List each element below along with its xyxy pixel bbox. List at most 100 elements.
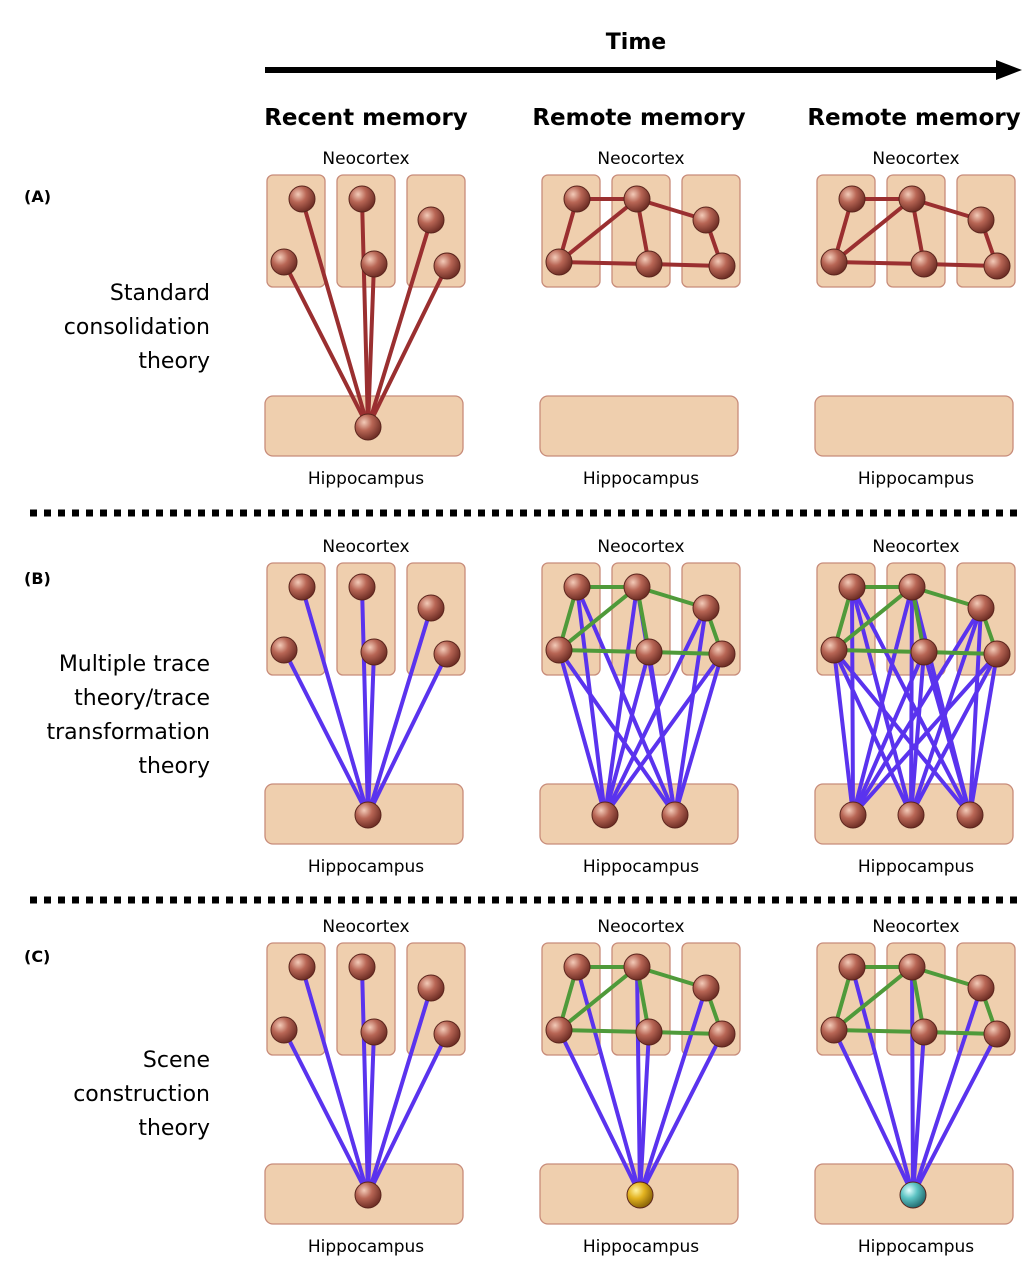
panel-b-remote-2-link-h2-c5 — [909, 606, 983, 817]
theory-c-line-3: theory — [138, 1116, 210, 1141]
panel-a-recent-cortex-neuron-6 — [433, 252, 461, 280]
panel-a-remote-1-cortical-link-8 — [557, 260, 651, 266]
panel-c-remote-1-cortex-neuron-3 — [623, 953, 651, 981]
theory-a-line-3: theory — [138, 349, 210, 374]
panel-b-recent-link-h1-c2 — [282, 648, 370, 817]
panel-b-remote-2-link-h2-c4 — [909, 650, 926, 817]
theory-b-line-1: Multiple trace — [59, 652, 210, 677]
panel-a-recent-link-h1-c1 — [300, 197, 370, 429]
panel-c-remote-2-hippocampus-neuron-1 — [899, 1181, 927, 1209]
panel-a-recent-link-h1-c3 — [360, 197, 370, 429]
panel-c-recent-link-h1-c2 — [282, 1028, 370, 1197]
panel-b-remote-2-hippocampus-neuron-3 — [956, 801, 984, 829]
panel-b-remote-2-cortex-neuron-3 — [898, 573, 926, 601]
panel-a-remote-2-cortical-link-8 — [832, 260, 926, 266]
time-arrow-head — [996, 60, 1022, 80]
panel-c-recent-cortex-neuron-6 — [433, 1020, 461, 1048]
panel-c-remote-1-link-h1-c3 — [635, 965, 642, 1197]
panel-b-remote-1-link-h2-c4 — [647, 650, 677, 817]
panel-a-recent-cortex-neuron-4 — [360, 250, 388, 278]
column-header-remote-1: Remote memory — [532, 105, 745, 131]
panel-b-remote-1-cortical-link-3 — [557, 585, 639, 652]
panel-b-recent-cortex-neuron-3 — [348, 573, 376, 601]
panel-b-remote-2-cortex-neuron-2 — [820, 636, 848, 664]
panel-b-remote-2-cortex-neuron-6 — [983, 640, 1011, 668]
panel-a-remote-2-cortex-neuron-2 — [820, 248, 848, 276]
panel-b-recent-cortex-neuron-2 — [270, 636, 298, 664]
panel-b-remote-2-link-h1-c2 — [832, 648, 855, 817]
panel-b-recent-cortex-neuron-4 — [360, 638, 388, 666]
panel-c-recent-link-h1-c4 — [366, 1030, 376, 1197]
panel-b-remote-2-link-h3-c6 — [968, 652, 999, 817]
panel-a-remote-2-hippocampus-label: Hippocampus — [858, 469, 974, 489]
panel-label-a: (A) — [24, 187, 51, 206]
panel-b-remote-1-hippocampus-neuron-1 — [591, 801, 619, 829]
panel-b-remote-1-link-h1-c5 — [603, 606, 708, 817]
panel-a-remote-1-cortex-neuron-1 — [563, 185, 591, 213]
panel-c-recent-link-h1-c1 — [300, 965, 370, 1197]
panel-c-recent-link-h1-c5 — [366, 986, 433, 1197]
panel-b-recent-cortex-neuron-5 — [417, 594, 445, 622]
panel-c-recent-cortex-neuron-5 — [417, 974, 445, 1002]
panel-b-remote-1-cortex-neuron-5 — [692, 594, 720, 622]
panel-c-remote-2-cortex-neuron-2 — [820, 1016, 848, 1044]
panel-c-remote-1-link-h1-c2 — [557, 1028, 642, 1197]
panel-c-recent-cortex-neuron-2 — [270, 1016, 298, 1044]
panel-b-remote-2-link-h2-c2 — [832, 648, 913, 817]
panel-b-remote-2-neocortex-label: Neocortex — [872, 537, 959, 557]
panel-b-remote-2-hippocampus-neuron-2 — [897, 801, 925, 829]
panel-c-recent-hippocampus-label: Hippocampus — [308, 1237, 424, 1257]
panel-a-recent-link-h1-c5 — [366, 218, 433, 429]
panel-a-recent-cortex-neuron-2 — [270, 248, 298, 276]
theory-c-line-2: construction — [73, 1082, 210, 1107]
panel-c-remote-2-cortex-neuron-4 — [910, 1018, 938, 1046]
panel-b-remote-1-link-h2-c6 — [673, 652, 724, 817]
panel-b-remote-1-cortex-neuron-6 — [708, 640, 736, 668]
panel-b-remote-1-cortex-neuron-4 — [635, 638, 663, 666]
panel-a-recent-cortex-neuron-5 — [417, 206, 445, 234]
panel-b-remote-2-hippocampus-label: Hippocampus — [858, 857, 974, 877]
panel-c-remote-2-cortical-link-3 — [832, 965, 914, 1032]
panel-c-remote-1-cortical-link-3 — [557, 965, 639, 1032]
panel-c-remote-1-cortex-neuron-4 — [635, 1018, 663, 1046]
panel-a-remote-2-cortex-neuron-4 — [910, 250, 938, 278]
panel-c-remote-1-link-h1-c6 — [638, 1032, 724, 1197]
panel-b-remote-1-neocortex-label: Neocortex — [597, 537, 684, 557]
theory-c-line-1: Scene — [143, 1048, 210, 1073]
panel-a-remote-2-cortex-neuron-3 — [898, 185, 926, 213]
panel-a-remote-2-cortex-neuron-6 — [983, 252, 1011, 280]
panel-b-remote-2-cortex-neuron-1 — [838, 573, 866, 601]
panel-b-remote-1-cortex-neuron-2 — [545, 636, 573, 664]
panel-b-remote-2-cortical-link-8 — [832, 648, 926, 654]
panel-a-remote-1-hippocampus-box — [539, 395, 739, 457]
panel-c-remote-2-hippocampus-label: Hippocampus — [858, 1237, 974, 1257]
panel-b-remote-1-link-h2-c2 — [557, 648, 677, 817]
panel-c-recent-cortex-neuron-1 — [288, 953, 316, 981]
panel-b-remote-2-cortical-link-3 — [832, 585, 914, 652]
panel-c-remote-2-link-h1-c4 — [911, 1030, 926, 1197]
panel-a-recent-hippocampus-label: Hippocampus — [308, 469, 424, 489]
panel-b-remote-1-cortical-link-8 — [557, 648, 651, 654]
panel-c-remote-2-cortex-neuron-1 — [838, 953, 866, 981]
panel-b-remote-2-link-h3-c4 — [922, 650, 972, 817]
theory-b-line-3: transformation — [47, 720, 210, 745]
panel-b-remote-1-link-h1-c2 — [557, 648, 607, 817]
panel-b-recent-hippocampus-neuron-1 — [354, 801, 382, 829]
panel-a-remote-1-cortical-link-3 — [557, 197, 639, 264]
panel-a-remote-1-hippocampus-label: Hippocampus — [583, 469, 699, 489]
panel-b-recent-link-h1-c4 — [366, 650, 376, 817]
panel-c-remote-2-link-h1-c2 — [832, 1028, 915, 1197]
panel-c-remote-2-neocortex-label: Neocortex — [872, 917, 959, 937]
panel-b-remote-2-link-h3-c2 — [832, 648, 972, 817]
panel-c-recent-hippocampus-neuron-1 — [354, 1181, 382, 1209]
panel-b-remote-1-hippocampus-label: Hippocampus — [583, 857, 699, 877]
panel-b-remote-1-link-h2-c5 — [673, 606, 708, 817]
panel-c-remote-1-hippocampus-label: Hippocampus — [583, 1237, 699, 1257]
panel-label-c: (C) — [24, 947, 50, 966]
time-label: Time — [606, 30, 666, 55]
panel-a-remote-1-cortex-neuron-4 — [635, 250, 663, 278]
